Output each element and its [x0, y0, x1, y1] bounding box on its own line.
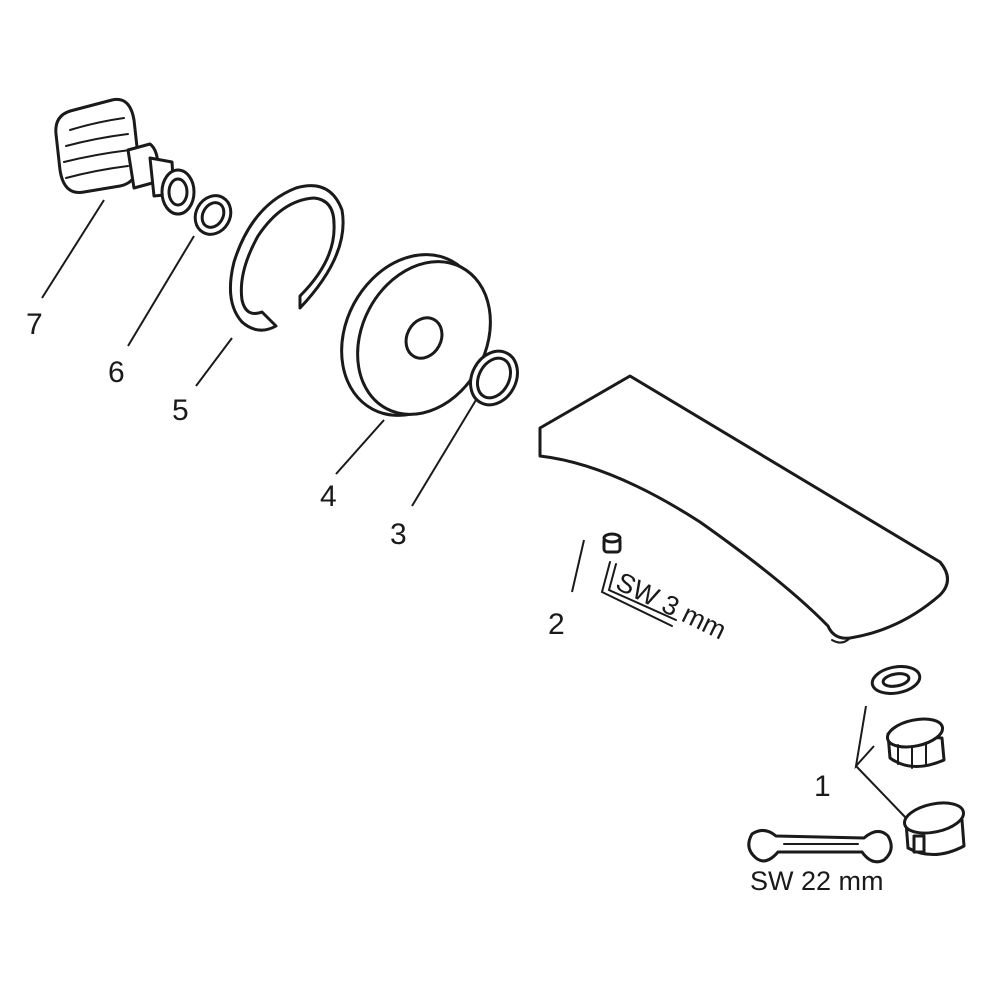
spout-body: [538, 374, 949, 644]
part-4-rosette: [340, 253, 492, 417]
callout-1: 1: [814, 770, 831, 803]
callout-6: 6: [108, 356, 125, 389]
part-3-o-ring: [469, 349, 519, 407]
callout-5: 5: [172, 394, 189, 427]
leader-lines: [41, 199, 907, 819]
callout-4: 4: [320, 480, 337, 513]
callout-3: 3: [390, 518, 407, 551]
wrench-icon: [747, 829, 893, 864]
part-1-aerator-set: [870, 665, 966, 856]
part-6-o-ring: [193, 194, 233, 236]
callout-2: 2: [548, 608, 565, 641]
part-2-grub-screw: [602, 532, 622, 554]
part-7-connector: [54, 97, 196, 216]
hex-key-icon: [600, 561, 677, 627]
wrench-size-label: SW 22 mm: [750, 866, 884, 896]
part-5-snap-ring: [228, 184, 345, 332]
callout-7: 7: [26, 308, 43, 341]
